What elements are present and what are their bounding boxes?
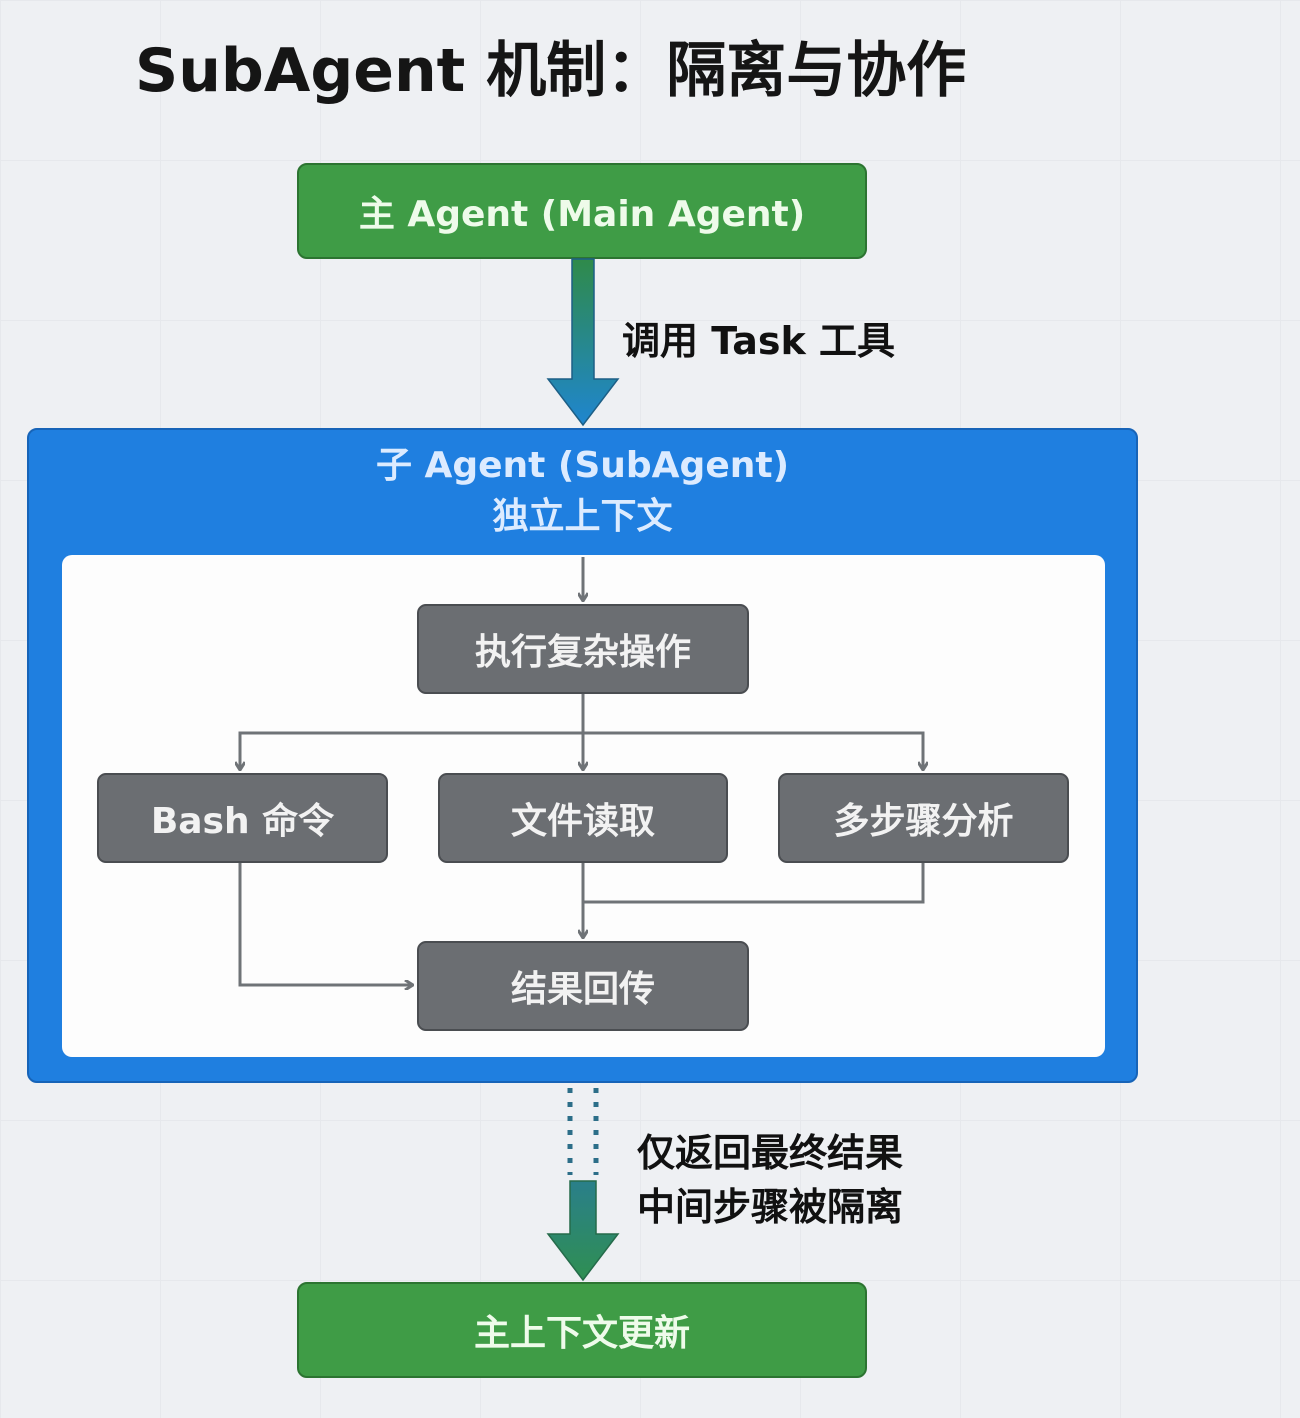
file-read-node: 文件读取	[438, 773, 728, 863]
bash-label: Bash 命令	[150, 801, 335, 842]
page-title: SubAgent 机制：隔离与协作	[135, 36, 967, 106]
return-arrow	[546, 1180, 620, 1282]
context-update-label: 主上下文更新	[473, 1313, 690, 1354]
arrow-to-bash	[240, 693, 585, 769]
result-node: 结果回传	[417, 941, 749, 1031]
file-read-label: 文件读取	[510, 801, 655, 842]
execute-node: 执行复杂操作	[417, 604, 749, 694]
main-agent-node: 主 Agent (Main Agent)	[297, 163, 867, 259]
call-task-label: 调用 Task 工具	[622, 319, 896, 363]
multistep-node: 多步骤分析	[778, 773, 1069, 863]
call-arrow	[546, 258, 620, 427]
arrow-multistep-to-result	[583, 862, 925, 904]
arrow-bash-to-result	[238, 862, 412, 985]
main-agent-label: 主 Agent (Main Agent)	[358, 194, 806, 235]
return-label-2: 中间步骤被隔离	[637, 1185, 904, 1229]
multistep-label: 多步骤分析	[833, 801, 1014, 842]
subagent-title: 子 Agent (SubAgent)	[375, 445, 790, 486]
arrow-to-multistep	[583, 731, 923, 769]
context-update-node: 主上下文更新	[297, 1282, 867, 1378]
execute-label: 执行复杂操作	[474, 632, 691, 673]
return-label-1: 仅返回最终结果	[637, 1131, 904, 1175]
bash-node: Bash 命令	[97, 773, 388, 863]
subagent-subtitle: 独立上下文	[492, 496, 673, 537]
result-label: 结果回传	[510, 969, 655, 1010]
